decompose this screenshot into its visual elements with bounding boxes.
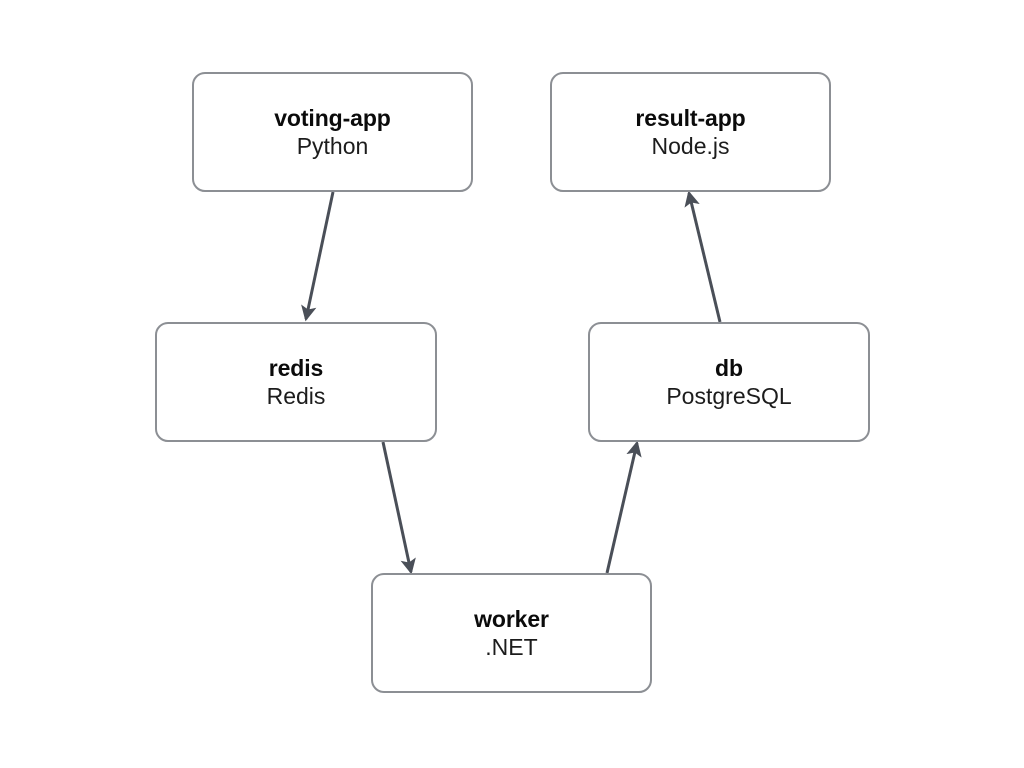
edge-worker-to-db [605,440,642,574]
node-db-title: db [715,354,743,381]
edge-redis-to-worker [381,441,416,575]
node-redis[interactable]: redis Redis [155,322,437,442]
node-worker-title: worker [474,605,549,632]
node-voting-app-title: voting-app [274,104,391,131]
node-voting-app-subtitle: Python [296,133,369,159]
edge-db-to-result-app [684,190,722,323]
node-redis-subtitle: Redis [266,383,326,409]
edge-voting-app-to-redis [301,191,335,322]
node-db-subtitle: PostgreSQL [666,383,792,409]
node-worker[interactable]: worker .NET [371,573,652,693]
node-voting-app[interactable]: voting-app Python [192,72,473,192]
node-db[interactable]: db PostgreSQL [588,322,870,442]
node-result-app[interactable]: result-app Node.js [550,72,831,192]
node-redis-title: redis [268,354,324,381]
node-result-app-title: result-app [635,104,746,131]
node-result-app-subtitle: Node.js [651,133,730,159]
node-worker-subtitle: .NET [485,634,538,660]
